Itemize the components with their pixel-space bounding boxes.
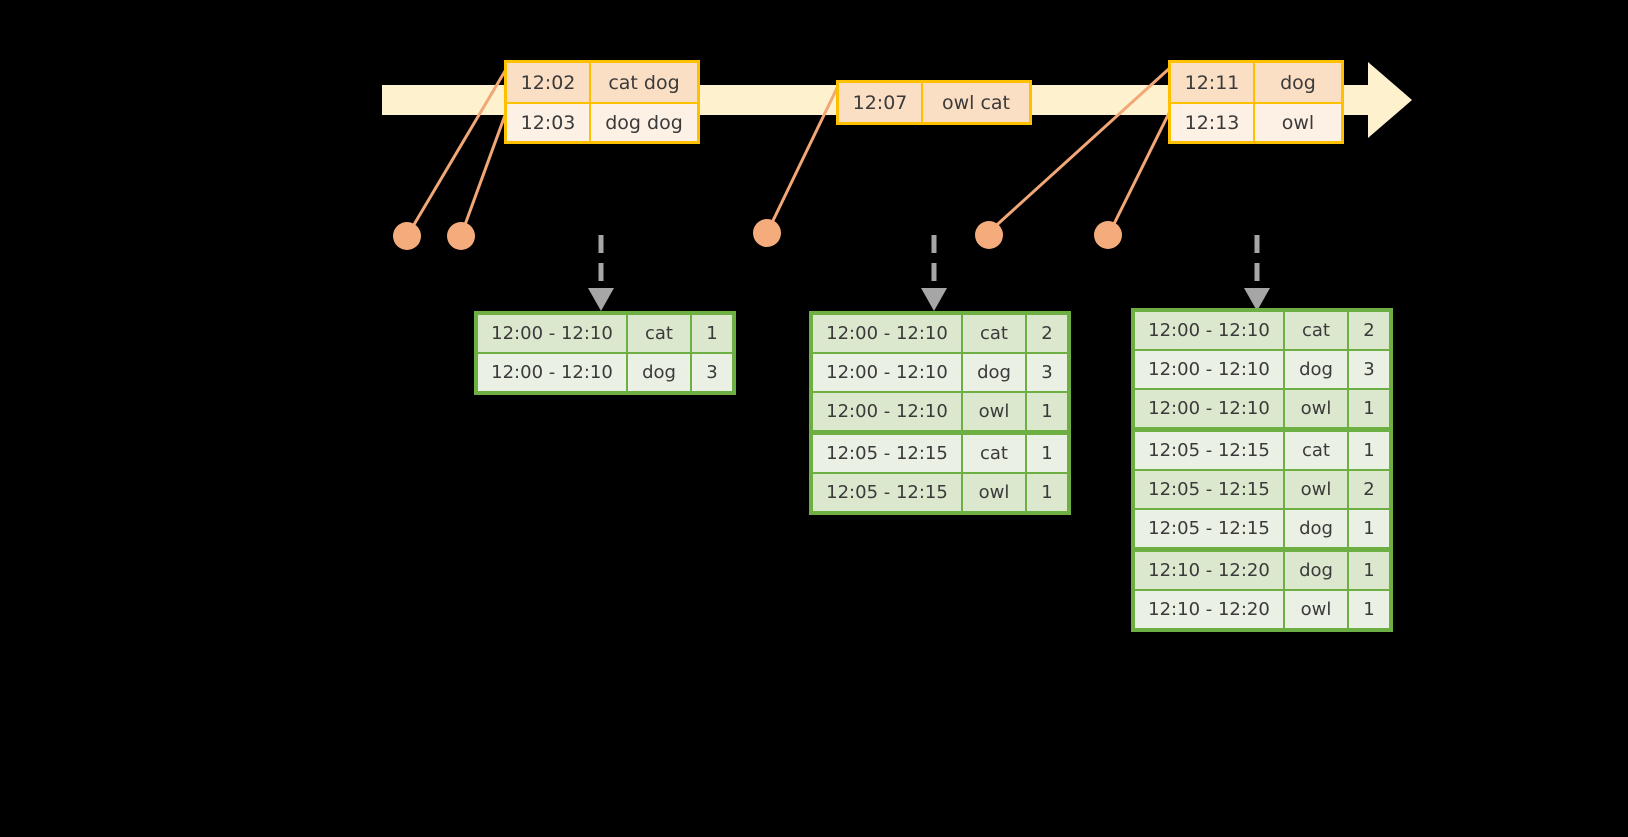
cell-window: 12:05 - 12:15 [1135,432,1283,469]
event-group-2[interactable]: 12:07 owl cat [836,80,1032,125]
cell-count: 3 [1027,354,1067,391]
cell-window: 12:00 - 12:10 [813,393,961,430]
cell-word: owl [1285,471,1347,508]
cell-count: 1 [1349,390,1389,427]
cell-window: 12:00 - 12:10 [1135,312,1283,349]
cell-word: dog [1285,510,1347,547]
connector-line-3 [766,85,840,232]
emit-arrow-2 [921,235,947,311]
event-time: 12:07 [839,83,923,122]
event-row[interactable]: 12:13 owl [1171,102,1341,141]
cell-window: 12:00 - 12:10 [1135,390,1283,427]
cell-count: 1 [1027,474,1067,511]
cell-window: 12:10 - 12:20 [1135,552,1283,589]
cell-count: 2 [1027,315,1067,352]
cell-window: 12:00 - 12:10 [1135,351,1283,388]
cell-window: 12:10 - 12:20 [1135,591,1283,628]
event-dots [393,219,1122,250]
event-time: 12:03 [507,104,591,141]
cell-window: 12:00 - 12:10 [478,315,626,352]
connector-line-1 [407,65,510,234]
cell-count: 2 [1349,471,1389,508]
event-text: owl [1255,104,1341,141]
cell-word: dog [1285,351,1347,388]
cell-count: 1 [1349,432,1389,469]
event-text: owl cat [923,83,1029,122]
event-dot-3 [753,219,781,247]
cell-window: 12:05 - 12:15 [1135,510,1283,547]
cell-count: 1 [692,315,732,352]
cell-window: 12:05 - 12:15 [813,474,961,511]
cell-window: 12:05 - 12:15 [1135,471,1283,508]
cell-word: cat [1285,312,1347,349]
cell-word: dog [963,354,1025,391]
cell-word: cat [628,315,690,352]
connector-line-5 [1108,106,1174,233]
event-text: cat dog [591,63,697,102]
cell-word: cat [963,435,1025,472]
cell-word: cat [963,315,1025,352]
event-time: 12:02 [507,63,591,102]
event-text: dog dog [591,104,697,141]
cell-count: 3 [1349,351,1389,388]
cell-count: 1 [1027,435,1067,472]
cell-window: 12:00 - 12:10 [478,354,626,391]
connector-line-2 [460,106,510,234]
cell-count: 2 [1349,312,1389,349]
cell-word: owl [1285,390,1347,427]
event-group-3[interactable]: 12:11 dog 12:13 owl [1168,60,1344,144]
event-time: 12:11 [1171,63,1255,102]
cell-word: owl [963,474,1025,511]
cell-word: dog [628,354,690,391]
event-dot-5 [1094,221,1122,249]
emit-arrow-1 [588,235,614,311]
cell-count: 3 [692,354,732,391]
cell-word: owl [963,393,1025,430]
event-dot-4 [975,221,1003,249]
cell-count: 1 [1349,510,1389,547]
event-dot-1 [393,222,421,250]
emit-arrows [588,235,1270,311]
event-group-1[interactable]: 12:02 cat dog 12:03 dog dog [504,60,700,144]
cell-word: dog [1285,552,1347,589]
emit-arrow-3 [1244,235,1270,311]
event-time: 12:13 [1171,104,1255,141]
cell-word: cat [1285,432,1347,469]
cell-count: 1 [1349,552,1389,589]
event-row[interactable]: 12:03 dog dog [507,102,697,141]
event-text: dog [1255,63,1341,102]
cell-window: 12:00 - 12:10 [813,315,961,352]
cell-word: owl [1285,591,1347,628]
cell-count: 1 [1349,591,1389,628]
event-row[interactable]: 12:11 dog [1171,63,1341,102]
cell-count: 1 [1027,393,1067,430]
cell-window: 12:00 - 12:10 [813,354,961,391]
event-row[interactable]: 12:02 cat dog [507,63,697,102]
cell-window: 12:05 - 12:15 [813,435,961,472]
event-dot-2 [447,222,475,250]
event-row[interactable]: 12:07 owl cat [839,83,1029,122]
